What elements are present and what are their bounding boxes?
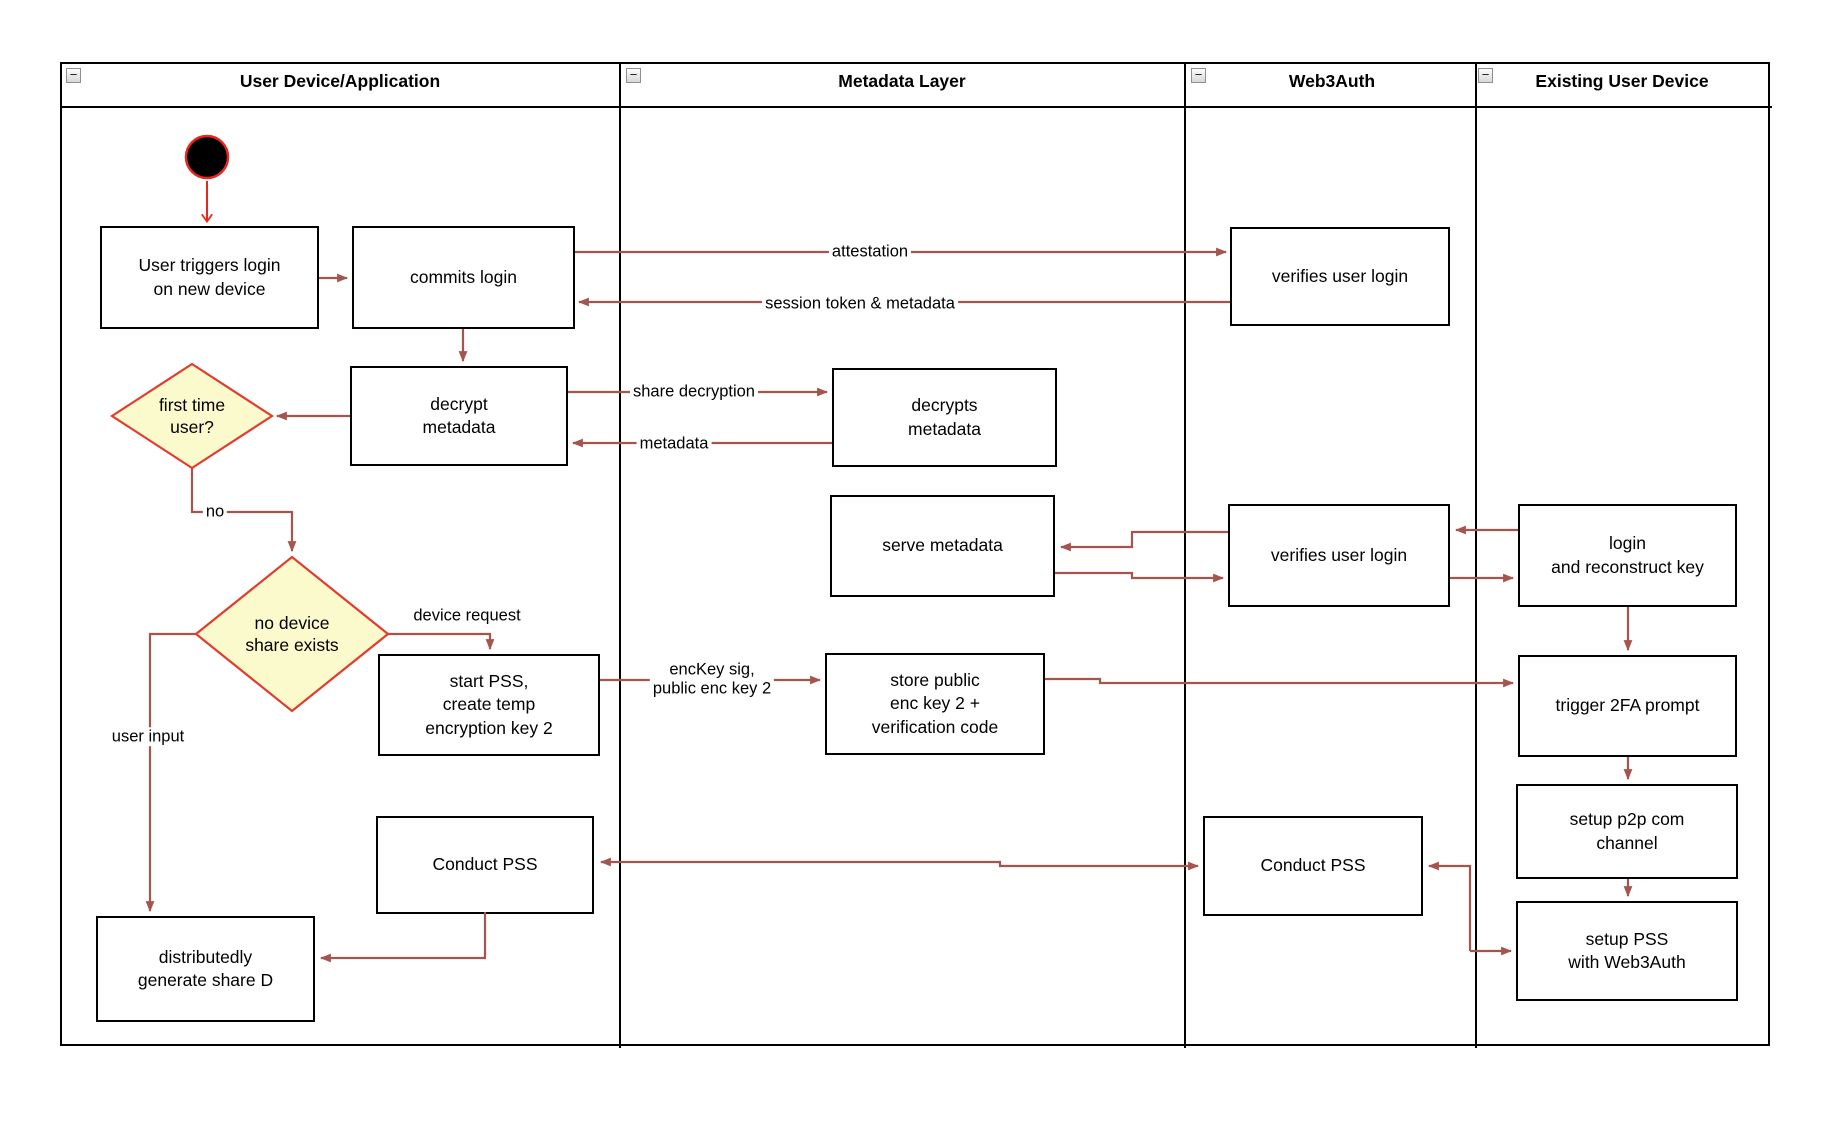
node-conduct-pss-user[interactable]: Conduct PSS	[376, 816, 594, 914]
decision-first-time-user-label: first time user?	[158, 395, 226, 437]
lane-divider-2	[1184, 62, 1186, 1048]
lane-title-metadata-layer: Metadata Layer	[838, 71, 966, 91]
edge-label-no: no	[202, 502, 228, 522]
edge-label-attestation: attestation	[828, 242, 912, 262]
node-verifies-user-login-mid[interactable]: verifies user login	[1228, 504, 1450, 607]
node-decrypts-metadata[interactable]: decrypts metadata	[832, 368, 1057, 467]
node-login-and-reconstruct-key[interactable]: login and reconstruct key	[1518, 504, 1737, 607]
decision-no-device-share-label: no device share exists	[245, 613, 339, 655]
lane-divider-1	[619, 62, 621, 1048]
collapse-lane-existing-device-icon[interactable]: −	[1478, 68, 1493, 83]
node-distributedly-generate-share[interactable]: distributedly generate share D	[96, 916, 315, 1022]
node-setup-p2p-channel[interactable]: setup p2p com channel	[1516, 784, 1738, 879]
collapse-lane-web3auth-icon[interactable]: −	[1191, 68, 1206, 83]
collapse-lane-user-device-icon[interactable]: −	[66, 68, 81, 83]
node-store-public-enc-key[interactable]: store public enc key 2 + verification co…	[825, 653, 1045, 755]
lane-title-existing-user-device: Existing User Device	[1535, 71, 1709, 91]
node-start-pss[interactable]: start PSS, create temp encryption key 2	[378, 654, 600, 756]
lane-title-web3auth: Web3Auth	[1288, 71, 1376, 91]
edge-label-user-input: user input	[108, 727, 188, 747]
edge-label-share-decryption: share decryption	[630, 382, 758, 402]
node-decrypt-metadata[interactable]: decrypt metadata	[350, 366, 568, 466]
node-commits-login[interactable]: commits login	[352, 226, 575, 329]
header-divider	[60, 106, 1772, 108]
collapse-lane-metadata-icon[interactable]: −	[626, 68, 641, 83]
node-conduct-pss-web3auth[interactable]: Conduct PSS	[1203, 816, 1423, 916]
edge-label-device-request: device request	[410, 606, 524, 626]
edge-label-metadata: metadata	[636, 434, 712, 454]
edge-label-enckey-sig: encKey sig, public enc key 2	[649, 660, 775, 700]
lane-title-user-device: User Device/Application	[239, 71, 441, 91]
edge-label-session-token: session token & metadata	[762, 294, 958, 314]
node-serve-metadata[interactable]: serve metadata	[830, 495, 1055, 597]
node-user-triggers-login[interactable]: User triggers login on new device	[100, 226, 319, 329]
lane-divider-3	[1475, 62, 1477, 1048]
node-trigger-2fa-prompt[interactable]: trigger 2FA prompt	[1518, 655, 1737, 757]
node-verifies-user-login-top[interactable]: verifies user login	[1230, 227, 1450, 326]
node-setup-pss-web3auth[interactable]: setup PSS with Web3Auth	[1516, 901, 1738, 1001]
